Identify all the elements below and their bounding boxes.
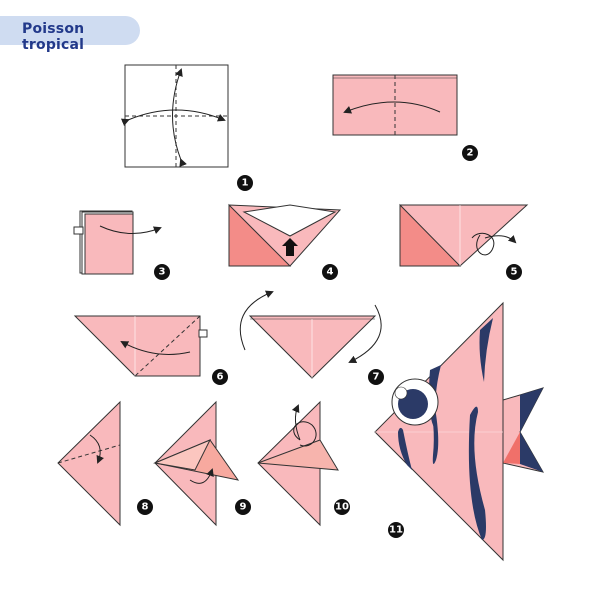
step-7: 7 [239, 290, 384, 385]
turn-over-arrow [471, 232, 515, 256]
step-5: 5 [399, 203, 529, 280]
step-badge [368, 369, 384, 385]
step-2: 2 [332, 74, 478, 161]
fold-arrow [120, 109, 226, 126]
step-number: 2 [467, 148, 474, 159]
eye-highlight [394, 386, 408, 400]
step-badge [388, 522, 404, 538]
step-11-tropical-fish: 11 [374, 301, 545, 562]
step-badge [322, 264, 338, 280]
rotate-arrow [239, 290, 274, 351]
tab [73, 226, 84, 235]
folded-paper [73, 315, 201, 377]
folded-paper [84, 213, 134, 275]
step-10: 10 [257, 402, 350, 527]
title-banner: Poisson tropical [0, 16, 140, 53]
step-number: 11 [389, 525, 403, 536]
step-9: 9 [153, 400, 251, 527]
step-number: 6 [217, 372, 224, 383]
body-stripe [398, 427, 412, 470]
step-badge [235, 499, 251, 515]
step-number: 1 [242, 178, 249, 189]
body-stripe [479, 318, 493, 382]
fold-arrow [189, 468, 214, 484]
step-number: 10 [335, 502, 349, 513]
folded-paper [248, 315, 377, 379]
step-badge [334, 499, 350, 515]
fold-arrow [120, 341, 191, 355]
step-number: 3 [159, 267, 166, 278]
folded-flap [228, 203, 292, 267]
step-number: 4 [327, 267, 334, 278]
step-number: 7 [373, 372, 380, 383]
step-6: 6 [73, 315, 228, 385]
folded-flap [257, 439, 339, 471]
body-stripe [468, 406, 486, 540]
body-stripe [428, 392, 439, 464]
page-title: Poisson tropical [22, 21, 85, 53]
turn-over-arrow [294, 406, 317, 447]
up-arrow-icon [282, 238, 298, 256]
fold-arrow [343, 101, 441, 114]
step-number: 8 [142, 502, 149, 513]
folded-flap [399, 203, 462, 267]
step-badge [462, 145, 478, 161]
step-3: 3 [73, 210, 170, 280]
tail-stripe [520, 388, 543, 432]
rotate-arrow [348, 304, 382, 363]
step-badge [506, 264, 522, 280]
tab [198, 329, 208, 338]
fold-arrow [89, 434, 104, 464]
tail-accent [503, 432, 520, 464]
step-badge [237, 175, 253, 191]
step-1: 1 [120, 64, 253, 191]
step-badge [212, 369, 228, 385]
step-8: 8 [57, 400, 153, 527]
step-badge [154, 264, 170, 280]
folded-paper [57, 400, 121, 527]
step-badge [137, 499, 153, 515]
step-4: 4 [228, 203, 342, 280]
tail-stripe [520, 432, 543, 472]
step-number: 5 [511, 267, 518, 278]
fold-arrow [99, 225, 162, 234]
open-pocket [242, 204, 337, 237]
step-number: 9 [240, 502, 247, 513]
valley-fold-line [57, 444, 121, 464]
valley-fold-line [134, 315, 201, 377]
